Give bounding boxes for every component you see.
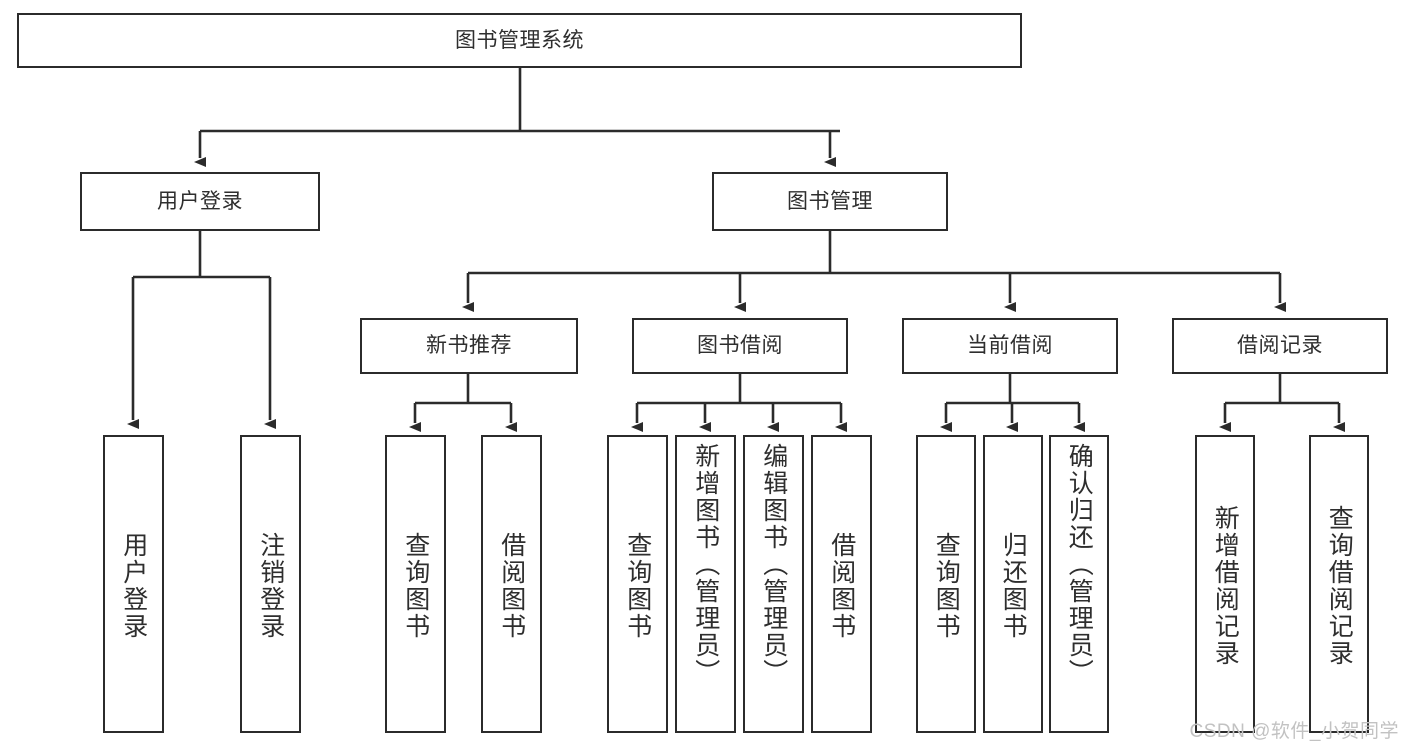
node-label: 编辑图书（管理员） <box>759 443 788 686</box>
node-label: 注销登录 <box>256 532 285 640</box>
leaf-user-login-login[interactable]: 用户登录 <box>103 435 164 733</box>
node-label: 借阅图书 <box>827 532 856 640</box>
leaf-borrow-borrow-book[interactable]: 借阅图书 <box>811 435 872 733</box>
leaf-current-query-book[interactable]: 查询图书 <box>916 435 976 733</box>
leaf-borrow-edit-book-admin[interactable]: 编辑图书（管理员） <box>743 435 804 733</box>
leaf-borrow-query-book[interactable]: 查询图书 <box>607 435 668 733</box>
leaf-record-query-record[interactable]: 查询借阅记录 <box>1309 435 1369 733</box>
leaf-recommend-query-book[interactable]: 查询图书 <box>385 435 446 733</box>
node-new-book-recommend[interactable]: 新书推荐 <box>360 318 578 374</box>
node-current-borrow[interactable]: 当前借阅 <box>902 318 1118 374</box>
node-label: 新书推荐 <box>426 334 512 358</box>
node-label: 用户登录 <box>157 189 243 213</box>
node-book-management[interactable]: 图书管理 <box>712 172 948 231</box>
node-label: 确认归还（管理员） <box>1065 443 1094 686</box>
node-label: 借阅图书 <box>497 532 526 640</box>
node-label: 图书管理系统 <box>455 28 584 52</box>
leaf-user-login-logout[interactable]: 注销登录 <box>240 435 301 733</box>
node-label: 查询图书 <box>932 532 961 640</box>
node-label: 图书借阅 <box>697 334 783 358</box>
leaf-current-return-book[interactable]: 归还图书 <box>983 435 1043 733</box>
csdn-watermark: CSDN @软件_小贺同学 <box>1189 721 1399 742</box>
node-label: 图书管理 <box>787 189 873 213</box>
node-label: 借阅记录 <box>1237 334 1323 358</box>
node-label: 查询图书 <box>401 532 430 640</box>
leaf-record-add-record[interactable]: 新增借阅记录 <box>1195 435 1255 733</box>
node-label: 新增借阅记录 <box>1211 505 1240 667</box>
node-label: 用户登录 <box>119 532 148 640</box>
node-label: 归还图书 <box>999 532 1028 640</box>
leaf-borrow-add-book-admin[interactable]: 新增图书（管理员） <box>675 435 736 733</box>
node-label: 查询借阅记录 <box>1325 505 1354 667</box>
node-root-system[interactable]: 图书管理系统 <box>17 13 1022 68</box>
leaf-current-confirm-return-admin[interactable]: 确认归还（管理员） <box>1049 435 1109 733</box>
node-borrow-record[interactable]: 借阅记录 <box>1172 318 1388 374</box>
leaf-recommend-borrow-book[interactable]: 借阅图书 <box>481 435 542 733</box>
node-label: 当前借阅 <box>967 334 1053 358</box>
node-label: 查询图书 <box>623 532 652 640</box>
node-book-borrow[interactable]: 图书借阅 <box>632 318 848 374</box>
node-user-login[interactable]: 用户登录 <box>80 172 320 231</box>
node-label: 新增图书（管理员） <box>691 443 720 686</box>
